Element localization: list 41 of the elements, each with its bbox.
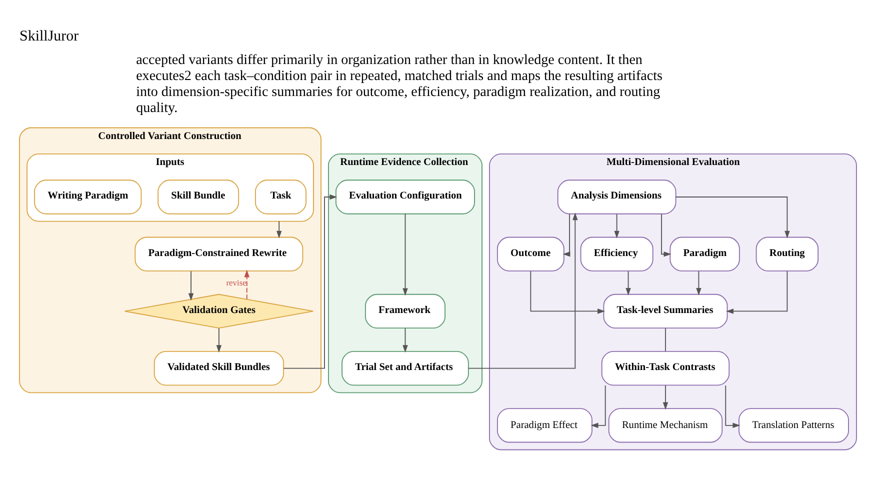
node-box: Writing Paradigm (34, 179, 142, 214)
arrow (216, 327, 222, 352)
node-box: Skill Bundle (158, 179, 240, 214)
node-box: Framework (364, 293, 446, 328)
arrow (468, 212, 578, 368)
connector (665, 327, 666, 352)
arrow (402, 212, 408, 296)
diagram-title: SkillJuror (20, 28, 79, 44)
arrow (696, 270, 702, 295)
arrow (562, 213, 570, 256)
label: accepted variants differ primarily in organization rather than in knowledge content. It then executes2 each task–condition pair in repeated, matched trials and maps the resulting artifacts into dimension-specific summaries for outcome, efficiency, paradigm realization, and routing quality. (136, 52, 662, 116)
node-box: Paradigm-Constrained Rewrite (134, 236, 304, 271)
arrow (188, 270, 194, 300)
arrow (614, 213, 620, 238)
node-box: Efficiency (580, 236, 654, 271)
node-box: Runtime Mechanism (608, 408, 723, 442)
node-box: Task-level Summaries (603, 293, 728, 328)
arrow (626, 270, 631, 295)
arrow (244, 269, 250, 300)
arrow (283, 194, 338, 368)
node-box: Routing (756, 236, 819, 271)
arrow (276, 220, 282, 238)
arrow (675, 196, 790, 238)
node-box: Evaluation Configuration (335, 179, 475, 214)
arrow (590, 384, 606, 428)
arrow (662, 384, 668, 410)
arrow (725, 384, 740, 428)
node-box: Task (254, 179, 306, 214)
arrow (726, 270, 788, 314)
arrow (530, 270, 606, 314)
arrow (402, 327, 408, 352)
node-box: Validated Skill Bundles (154, 350, 284, 386)
node-box: Analysis Dimensions (557, 179, 676, 214)
node-box: Within-Task Contrasts (601, 350, 730, 386)
edge-label: revise (226, 276, 246, 287)
node-box: Paradigm Effect (496, 408, 592, 442)
arrow (661, 213, 672, 256)
node-box: Outcome (496, 236, 564, 271)
node-box: Paradigm (670, 236, 740, 271)
node-box: Translation Patterns (738, 408, 849, 442)
node-box: Trial Set and Artifacts (342, 350, 469, 386)
